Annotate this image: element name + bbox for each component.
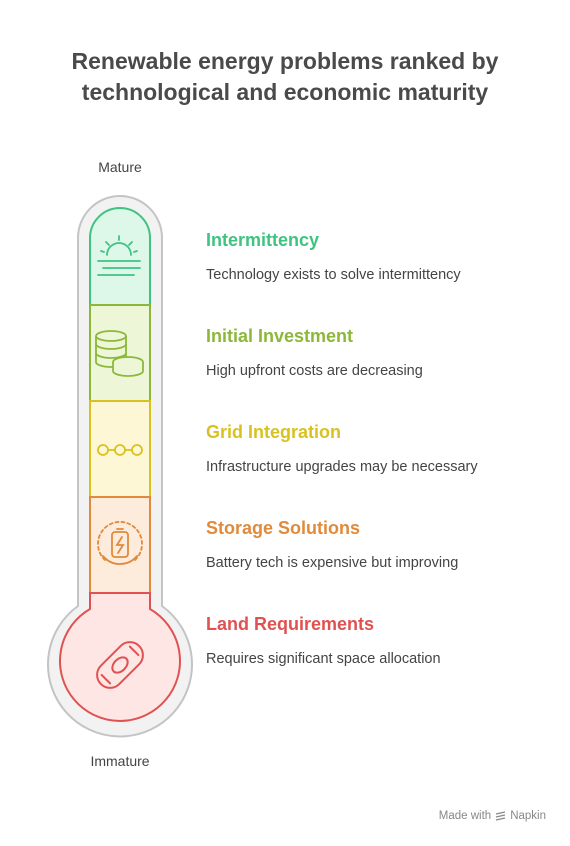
item-description: Technology exists to solve intermittency (206, 267, 461, 283)
item-description: High upfront costs are decreasing (206, 363, 423, 379)
item-description: Requires significant space allocation (206, 651, 441, 667)
scale-top-label: Mature (98, 159, 142, 175)
made-with-napkin-link[interactable]: Made with Napkin (439, 810, 546, 822)
item-title: Storage Solutions (206, 518, 361, 538)
segment-initial-investment (89, 304, 151, 402)
made-with-label: Made with (438, 810, 492, 822)
item-description: Infrastructure upgrades may be necessary (206, 459, 478, 475)
sunrise-icon (97, 235, 141, 276)
title-line-2: technological and economic maturity (81, 79, 489, 105)
napkin-logo-icon (496, 810, 506, 821)
item-land-requirements: Land Requirements Requires significant s… (206, 613, 546, 669)
napkin-brand: Napkin (510, 810, 546, 822)
bandage-icon (96, 641, 144, 689)
coins-icon (95, 330, 144, 377)
item-title: Grid Integration (206, 422, 341, 442)
title-line-1: Renewable energy problems ranked by (71, 48, 499, 74)
item-grid-integration: Grid Integration Infrastructure upgrades… (206, 421, 546, 477)
item-storage-solutions: Storage Solutions Battery tech is expens… (206, 517, 546, 573)
network-icon (97, 444, 143, 456)
scale-bottom-label: Immature (90, 753, 150, 769)
item-title: Land Requirements (206, 614, 375, 634)
item-description: Battery tech is expensive but improving (206, 555, 459, 571)
battery-icon (97, 521, 143, 565)
item-initial-investment: Initial Investment High upfront costs ar… (206, 325, 546, 381)
item-title: Initial Investment (206, 326, 354, 346)
item-title: Intermittency (206, 230, 320, 250)
page-title: Renewable energy problems ranked by tech… (0, 46, 570, 108)
segment-intermittency (89, 207, 151, 306)
item-intermittency: Intermittency Technology exists to solve… (206, 229, 546, 285)
